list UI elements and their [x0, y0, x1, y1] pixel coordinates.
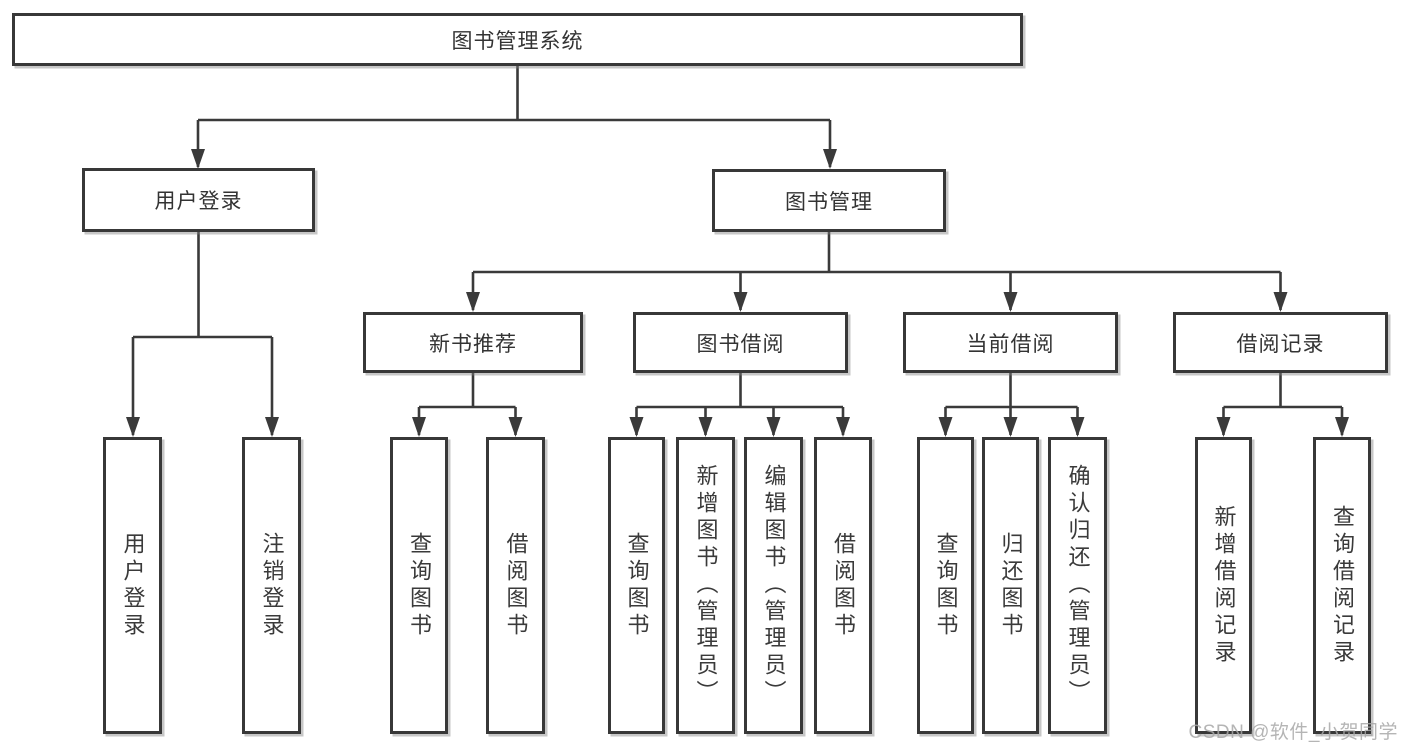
arrowhead-icon — [1335, 417, 1349, 437]
leaf-search-books-2: 查询图书 — [608, 437, 665, 734]
connector-user-login-to-leaves — [126, 232, 279, 437]
node-label: 注销登录 — [259, 531, 285, 640]
node-label: 图书管理 — [785, 190, 873, 214]
arrowhead-icon — [1216, 417, 1231, 437]
connector-root-to-level2 — [191, 66, 837, 169]
node-label: 借阅记录 — [1236, 332, 1325, 356]
node-label: 新书推荐 — [429, 332, 517, 356]
node-label: 新增借阅记录 — [1211, 504, 1237, 667]
leaf-add-books-admin: 新增图书（管理员） — [676, 437, 735, 734]
connector-book-borrow-to-leaves — [629, 373, 850, 437]
node-label: 借阅图书 — [831, 531, 856, 640]
node-label: 查询借阅记录 — [1330, 504, 1355, 667]
arrowhead-icon — [508, 417, 523, 437]
connector-line — [635, 373, 845, 435]
arrowhead-icon — [836, 417, 850, 437]
node-label: 查询图书 — [933, 531, 959, 640]
node-label: 查询图书 — [407, 531, 432, 640]
connector-borrow-records-to-leaves — [1216, 373, 1349, 437]
arrowhead-icon — [126, 417, 140, 437]
leaf-logout: 注销登录 — [242, 437, 301, 734]
connector-current-borrow-to-leaves — [938, 373, 1085, 437]
arrowhead-icon — [1003, 292, 1018, 312]
arrowhead-icon — [766, 417, 781, 437]
node-label: 图书借阅 — [696, 332, 785, 356]
node-label: 确认归还（管理员） — [1065, 464, 1091, 707]
node-label: 图书管理系统 — [451, 29, 584, 53]
arrowhead-icon — [733, 292, 748, 312]
node-label: 编辑图书（管理员） — [761, 464, 787, 707]
leaf-user-login: 用户登录 — [103, 437, 162, 734]
node-user-login: 用户登录 — [82, 168, 315, 232]
node-borrowing-records: 借阅记录 — [1173, 312, 1388, 373]
node-label: 新增图书（管理员） — [693, 464, 719, 707]
connector-new-books-to-leaves — [412, 373, 523, 437]
arrowhead-icon — [1273, 292, 1288, 312]
arrowhead-icon — [1003, 417, 1018, 437]
arrowhead-icon — [412, 417, 426, 437]
arrowhead-icon — [466, 292, 480, 312]
node-library-management-system: 图书管理系统 — [12, 13, 1023, 66]
arrowhead-icon — [265, 417, 279, 437]
leaf-search-borrow-record: 查询借阅记录 — [1313, 437, 1371, 734]
arrowhead-icon — [629, 417, 644, 437]
connector-line — [944, 373, 1079, 435]
csdn-watermark: CSDN @软件_小贺同学 — [1188, 722, 1398, 743]
leaf-confirm-return-admin: 确认归还（管理员） — [1048, 437, 1107, 734]
leaf-add-borrow-record: 新增借阅记录 — [1195, 437, 1252, 734]
node-label: 用户登录 — [120, 531, 146, 640]
leaf-borrow-books-2: 借阅图书 — [814, 437, 872, 734]
leaf-search-books-3: 查询图书 — [917, 437, 974, 734]
node-new-book-recommend: 新书推荐 — [363, 312, 583, 373]
connector-line — [196, 66, 832, 167]
arrowhead-icon — [191, 149, 205, 169]
leaf-edit-books-admin: 编辑图书（管理员） — [744, 437, 803, 734]
connector-book-mgmt-to-level3 — [466, 232, 1288, 312]
node-label: 当前借阅 — [966, 332, 1055, 356]
node-label: 归还图书 — [998, 531, 1024, 640]
node-label: 用户登录 — [154, 190, 243, 213]
node-book-management: 图书管理 — [712, 169, 946, 232]
node-label: 借阅图书 — [503, 531, 529, 640]
connector-line — [417, 373, 517, 435]
connector-line — [1222, 373, 1344, 435]
arrowhead-icon — [938, 417, 953, 437]
connector-line — [131, 232, 274, 435]
arrowhead-icon — [1070, 417, 1085, 437]
node-label: 查询图书 — [624, 531, 650, 640]
leaf-return-books: 归还图书 — [982, 437, 1039, 734]
leaf-search-books-1: 查询图书 — [390, 437, 448, 734]
node-current-borrowing: 当前借阅 — [903, 312, 1118, 373]
leaf-borrow-books-1: 借阅图书 — [486, 437, 545, 734]
arrowhead-icon — [698, 417, 713, 437]
connector-line — [471, 232, 1282, 310]
arrowhead-icon — [823, 149, 837, 169]
node-book-borrowing: 图书借阅 — [633, 312, 848, 373]
